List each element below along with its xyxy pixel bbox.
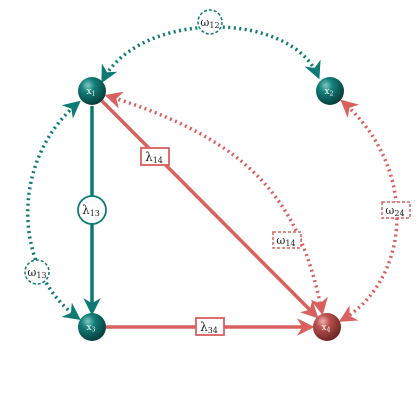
node-x2[interactable]: x2 <box>316 77 344 105</box>
label-lambda13: λ13 <box>77 195 107 225</box>
svg-text:λ13: λ13 <box>82 203 100 218</box>
svg-text:ω14: ω14 <box>276 234 295 248</box>
label-lambda34: λ34 <box>195 317 225 336</box>
edge-lambda14 <box>100 99 319 319</box>
svg-text:x3: x3 <box>87 323 96 334</box>
node-x4[interactable]: x4 <box>313 313 341 341</box>
node-x1[interactable]: x1 <box>78 77 106 105</box>
label-omega24: ω24 <box>381 201 411 219</box>
svg-text:ω13: ω13 <box>27 266 46 280</box>
svg-text:ω12: ω12 <box>200 16 219 30</box>
node-x3[interactable]: x3 <box>78 313 106 341</box>
svg-text:λ14: λ14 <box>145 150 163 165</box>
svg-text:x2: x2 <box>325 87 334 98</box>
svg-text:ω24: ω24 <box>385 204 404 218</box>
label-omega12: ω12 <box>197 9 223 35</box>
svg-text:x1: x1 <box>87 87 96 98</box>
svg-text:x4: x4 <box>322 323 331 334</box>
edge-omega13 <box>26 100 81 321</box>
label-lambda14: λ14 <box>140 147 170 166</box>
label-omega14: ω14 <box>272 231 302 249</box>
edge-omega14 <box>104 91 328 316</box>
edge-omega12 <box>101 25 321 84</box>
svg-text:λ34: λ34 <box>200 320 218 335</box>
label-omega13: ω13 <box>24 259 50 285</box>
